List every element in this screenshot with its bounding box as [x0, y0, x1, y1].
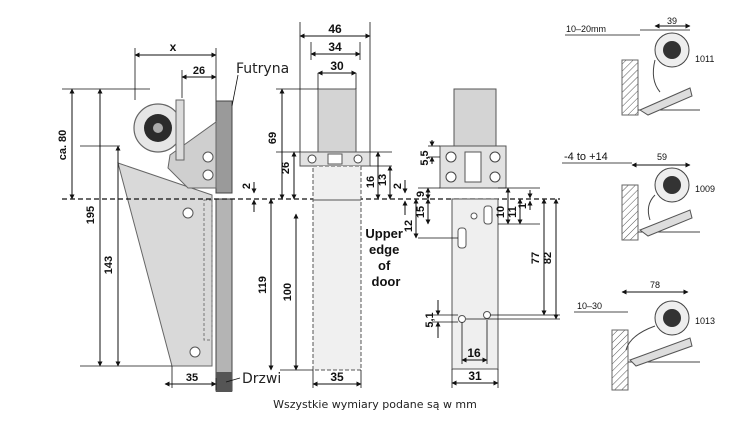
label-door: Drzwi — [242, 371, 281, 387]
plate-upper-body — [453, 88, 497, 152]
dim-143: 143 — [103, 256, 115, 274]
body-plate — [117, 162, 213, 367]
dim-69: 69 — [267, 132, 279, 144]
variant-1011-width: 39 — [667, 16, 677, 26]
plate-lower — [451, 198, 499, 370]
screw-icon — [483, 311, 491, 319]
variant-1009-code: 1009 — [695, 184, 715, 194]
screw-icon — [445, 151, 457, 163]
dim-35: 35 — [330, 370, 344, 384]
upper-body — [317, 88, 357, 154]
dim-1: 1 — [517, 203, 529, 209]
screw-icon — [202, 169, 214, 181]
variant-1013-width: 78 — [650, 280, 660, 290]
dim-2-left: 2 — [241, 183, 253, 189]
variant-1009-width: 59 — [657, 152, 667, 162]
screw-icon — [445, 171, 457, 183]
caption: Wszystkie wymiary podane są w mm — [273, 398, 477, 411]
screw-icon — [489, 171, 501, 183]
variant-1013-code: 1013 — [695, 316, 715, 326]
screw-icon — [353, 154, 363, 164]
dim-31: 31 — [468, 369, 482, 383]
screw-icon — [189, 346, 201, 358]
dim-2: 2 — [392, 183, 404, 189]
dim-26-top: 26 — [193, 65, 205, 77]
variant-1011-range: 10–20mm — [566, 24, 606, 34]
variant-1013: 78 10–30 1013 — [574, 280, 715, 391]
screw-icon — [458, 315, 466, 323]
dim-12: 12 — [403, 220, 415, 232]
dim-11: 11 — [507, 206, 519, 218]
dim-ca80: ca. 80 — [57, 130, 69, 161]
variant-1013-range: 10–30 — [577, 301, 602, 311]
dim-34: 34 — [328, 40, 342, 54]
dim-35-bottom: 35 — [186, 372, 198, 384]
variant-1009-range: -4 to +14 — [564, 151, 608, 163]
plate-view: 5,5 9 15 12 10 11 1 77 82 5,1 — [403, 88, 560, 388]
dim-77: 77 — [530, 252, 542, 264]
dim-16-plate: 16 — [467, 346, 481, 360]
frame-block — [215, 100, 233, 194]
door-leaf — [215, 198, 233, 392]
label-upper-edge: Upper edge of door — [365, 226, 406, 289]
screw-icon — [202, 151, 214, 163]
dim-10: 10 — [495, 206, 507, 218]
label-frame: Futryna — [236, 61, 289, 77]
screw-icon — [489, 151, 501, 163]
side-view: x 26 ca. 80 195 143 2 35 Futryna Drzwi — [57, 40, 560, 392]
dim-119: 119 — [257, 276, 269, 294]
variant-1011-code: 1011 — [695, 54, 714, 64]
dim-100: 100 — [282, 283, 294, 301]
dim-13: 13 — [377, 174, 389, 186]
dim-5-1: 5,1 — [424, 312, 436, 327]
screw-icon — [307, 154, 317, 164]
screw-icon — [182, 207, 194, 219]
dim-195: 195 — [85, 206, 97, 224]
dim-30: 30 — [330, 59, 344, 73]
dim-15: 15 — [415, 206, 427, 218]
door-bottom-dark — [216, 372, 232, 392]
lower-body — [312, 165, 362, 371]
dim-26: 26 — [280, 162, 292, 174]
front-view: 46 34 30 69 26 119 100 16 13 2 35 — [257, 22, 408, 388]
variant-1009: 59 -4 to +14 1009 — [562, 151, 715, 241]
dim-46: 46 — [328, 22, 342, 36]
dim-82: 82 — [542, 252, 554, 264]
dim-5-5: 5,5 — [419, 150, 431, 165]
screw-icon — [470, 212, 478, 220]
variant-1011: 39 10–20mm 1011 — [565, 16, 714, 116]
dim-16: 16 — [365, 176, 377, 188]
dim-9: 9 — [415, 191, 427, 197]
dim-x: x — [170, 40, 177, 54]
